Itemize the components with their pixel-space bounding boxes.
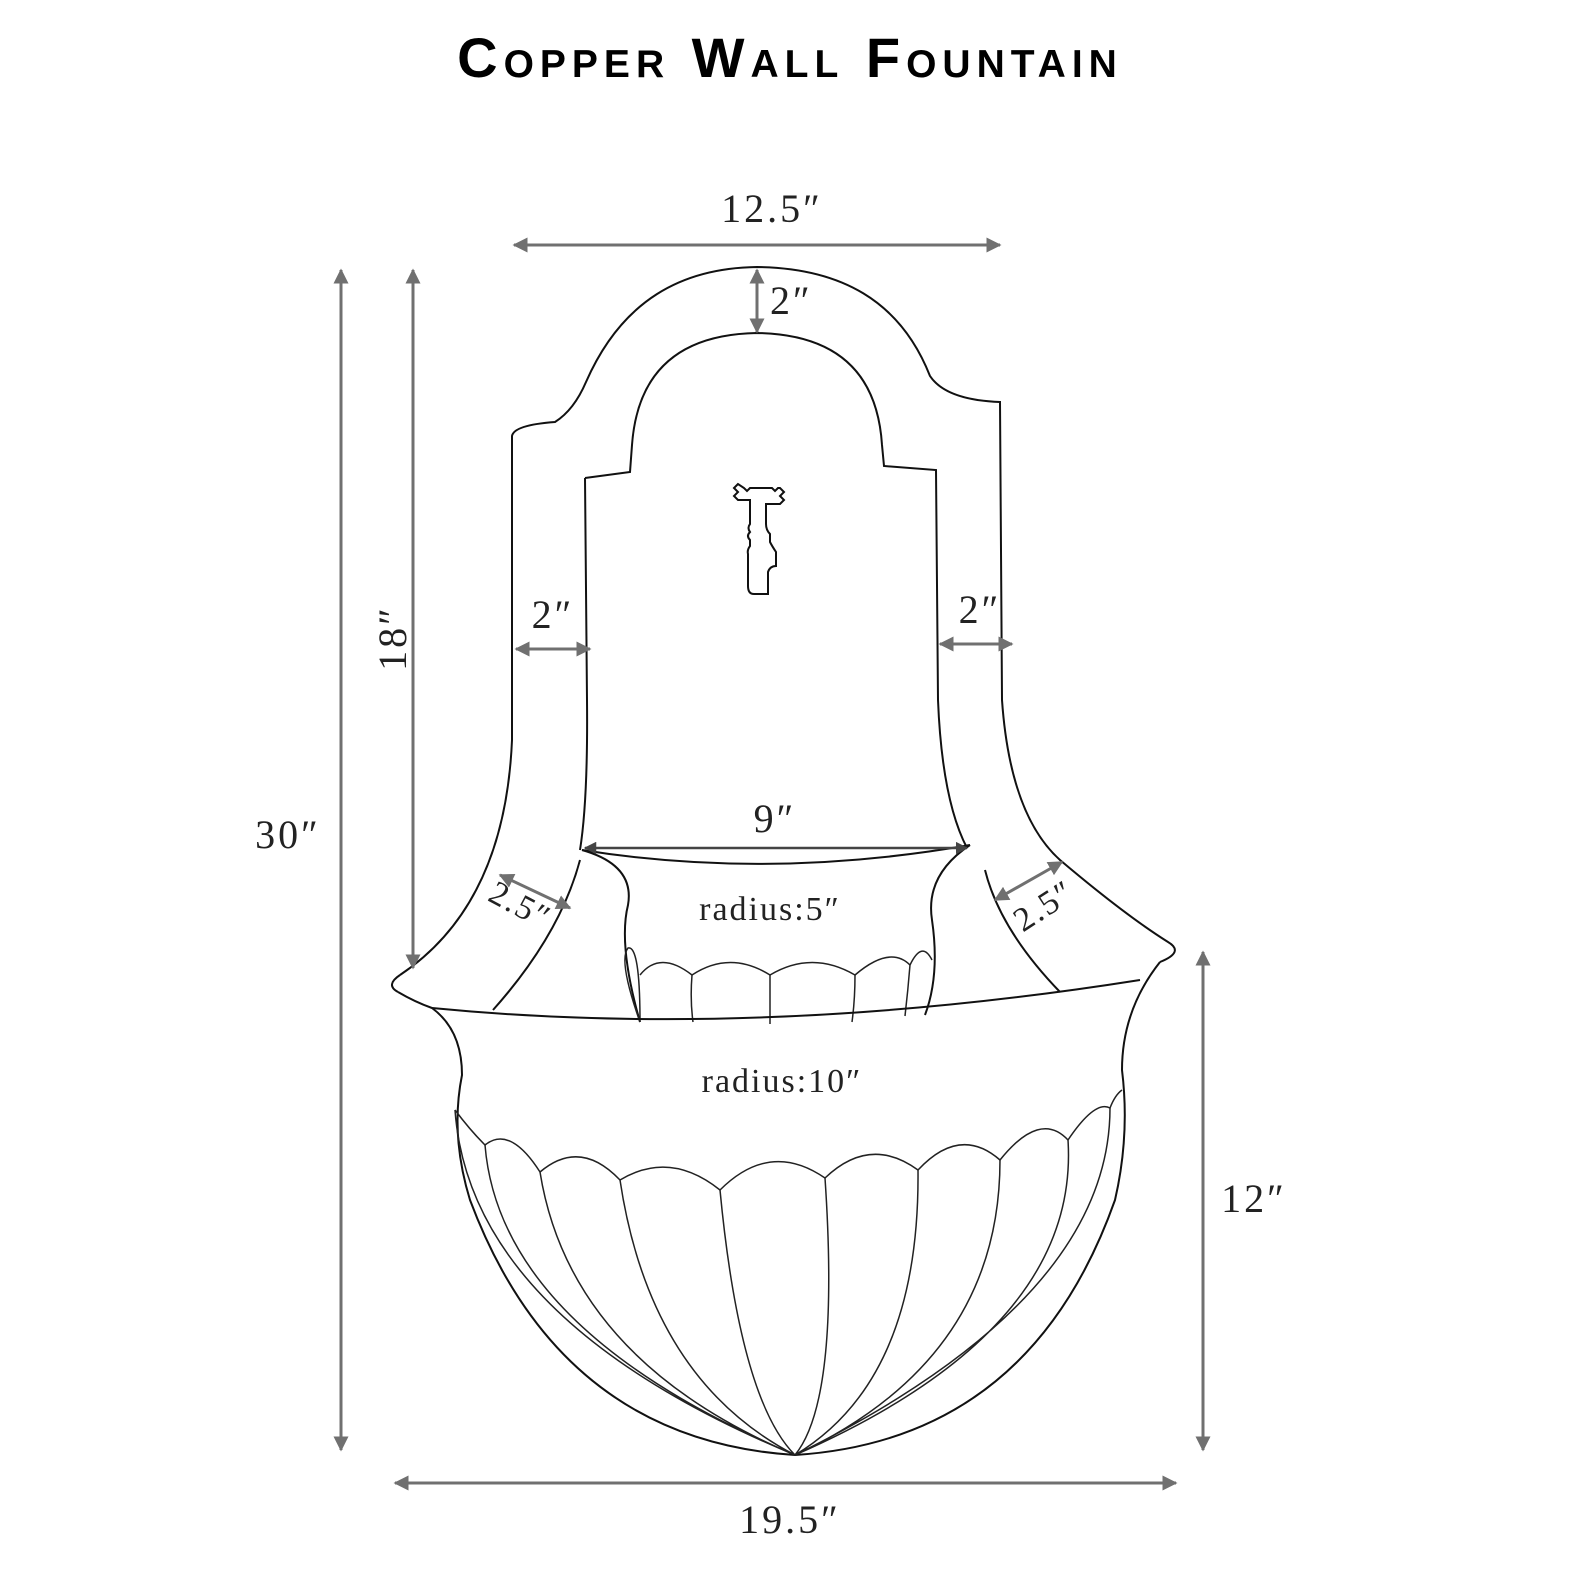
label-right-flare: 2.5″ [1007, 873, 1081, 939]
label-right-side-width: 2″ [959, 587, 1002, 632]
label-left-flare: 2.5″ [483, 874, 557, 937]
small-basin [581, 844, 971, 1024]
large-basin [397, 961, 1161, 1457]
diagram-title: Copper Wall Fountain [457, 26, 1123, 89]
label-small-basin-radius: radius:5″ [699, 891, 841, 928]
label-left-side-width: 2″ [532, 592, 575, 637]
label-back-height: 18″ [370, 605, 415, 671]
label-top-width: 12.5″ [721, 186, 823, 231]
label-large-basin-radius: radius:10″ [702, 1063, 863, 1100]
backplate-outline [391, 265, 1176, 1011]
dimension-arrow-left-flare [498, 873, 572, 910]
label-total-height: 30″ [255, 812, 321, 857]
faucet-icon [732, 482, 786, 595]
label-bottom-width: 19.5″ [739, 1497, 841, 1542]
label-arch-thickness: 2″ [770, 278, 813, 323]
dimension-arrow-right-flare [993, 860, 1064, 902]
label-basin-height: 12″ [1221, 1176, 1287, 1221]
label-inner-basin-width: 9″ [754, 796, 797, 841]
